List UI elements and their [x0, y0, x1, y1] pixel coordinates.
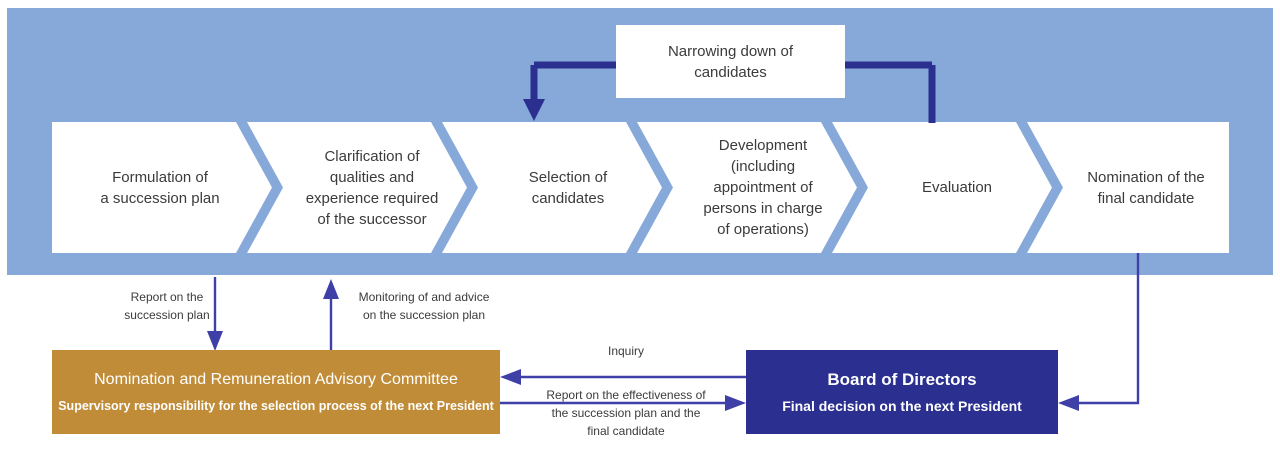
- committee-title: Nomination and Remuneration Advisory Com…: [94, 371, 458, 388]
- arrow-inquiry: [500, 369, 746, 385]
- board-box[interactable]: Board of Directors Final decision on the…: [746, 350, 1058, 434]
- chevron-step-2[interactable]: [247, 122, 467, 253]
- caption-inquiry: Inquiry: [607, 344, 645, 358]
- committee-subtitle: Supervisory responsibility for the selec…: [58, 399, 494, 413]
- process-chevrons: [52, 122, 1229, 253]
- arrow-report-succession-plan: [207, 277, 223, 351]
- arrow-report-effectiveness: [500, 395, 746, 411]
- board-title: Board of Directors: [827, 370, 977, 389]
- chevron-step-3[interactable]: [442, 122, 662, 253]
- chevron-step-5[interactable]: [832, 122, 1052, 253]
- chevron-step-1[interactable]: [52, 122, 272, 253]
- arrow-nomination-to-board: [1058, 253, 1140, 411]
- chevron-step-6[interactable]: [1027, 122, 1229, 253]
- chevron-step-4[interactable]: [637, 122, 857, 253]
- arrow-monitoring-advice: [323, 279, 339, 350]
- board-subtitle: Final decision on the next President: [782, 398, 1022, 414]
- committee-box[interactable]: Nomination and Remuneration Advisory Com…: [52, 350, 500, 434]
